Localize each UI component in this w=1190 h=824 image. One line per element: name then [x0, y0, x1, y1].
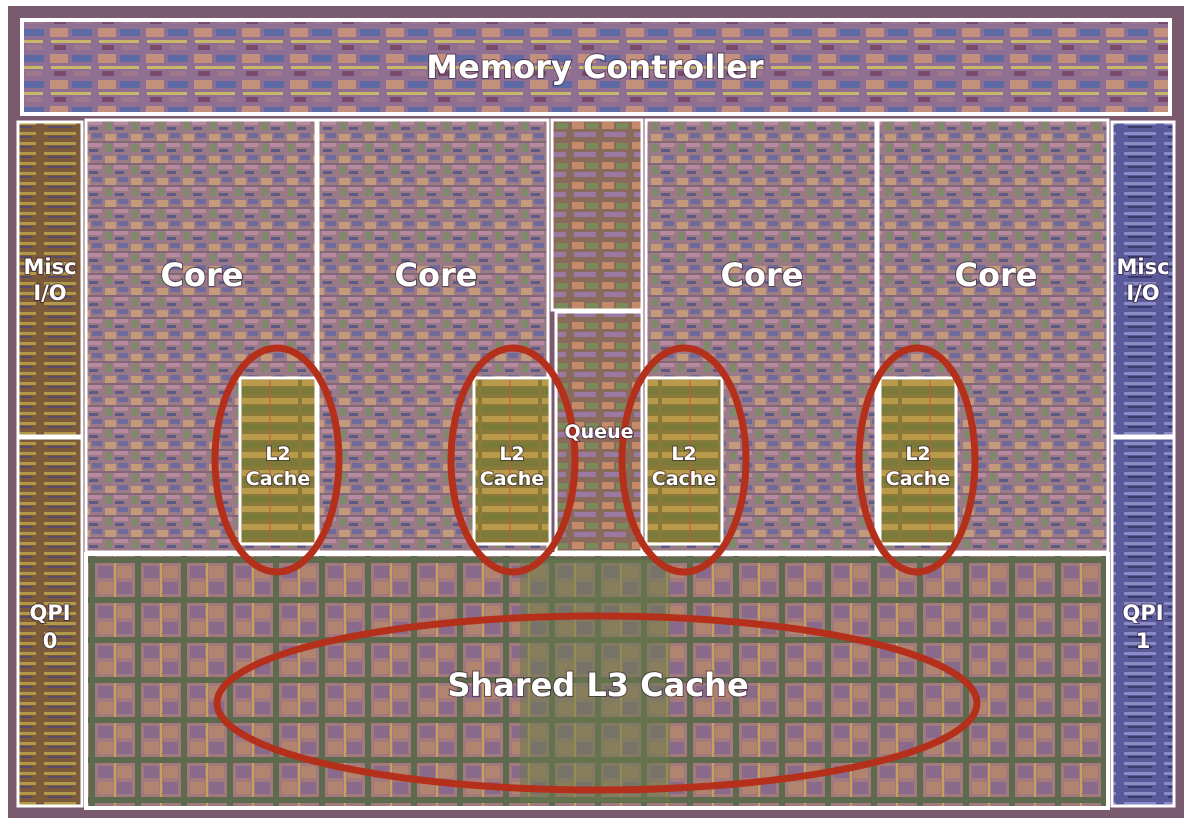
misc-io-right-label-line1: Misc: [1116, 255, 1169, 279]
misc-io-left-label-line1: Misc: [23, 255, 76, 279]
l2-highlight-ellipse-2: [447, 344, 579, 576]
l3-center-logic: [520, 560, 670, 802]
core-3-label: Core: [721, 256, 804, 294]
l2-highlight-ellipse-4: [855, 344, 979, 576]
queue-label: Queue: [565, 421, 634, 443]
l2-cache-3-label-line1: L2: [671, 443, 696, 465]
memory-controller-region: [20, 18, 1172, 116]
core-2-label: Core: [395, 256, 478, 294]
highlight-ellipses: [211, 344, 981, 794]
l2-cache-3-label-line2: Cache: [652, 468, 716, 490]
core-1-label: Core: [161, 256, 244, 294]
l2-cache-4-label-line2: Cache: [886, 468, 950, 490]
qpi-1-label-line2: 1: [1136, 629, 1151, 653]
l2-cache-2-label-line1: L2: [499, 443, 524, 465]
queue-upper-region: [550, 118, 644, 312]
qpi-0-label-line2: 0: [43, 629, 58, 653]
l2-cache-4-block: [878, 376, 958, 546]
qpi-0-label-line1: QPI: [29, 601, 70, 625]
l2-cache-4-label-line1: L2: [905, 443, 930, 465]
qpi-0-region: [16, 436, 84, 808]
l2-cache-1-label-line1: L2: [265, 443, 290, 465]
misc-io-left-label-line2: I/O: [33, 281, 66, 305]
l3-cache-label: Shared L3 Cache: [447, 666, 748, 704]
misc-io-left-region: [16, 120, 84, 438]
misc-io-right-region: [1110, 120, 1176, 438]
qpi-1-region: [1110, 436, 1176, 808]
qpi-1-label-line1: QPI: [1122, 601, 1163, 625]
l2-highlight-ellipse-3: [618, 344, 750, 576]
core-4-label: Core: [955, 256, 1038, 294]
memory-controller-label: Memory Controller: [426, 48, 764, 86]
l2-cache-2-block: [472, 376, 552, 546]
l2-cache-1-block: [238, 376, 318, 546]
l2-cache-3-block: [644, 376, 724, 546]
l3-highlight-ellipse: [213, 612, 981, 794]
l2-highlight-ellipse-1: [211, 344, 343, 576]
misc-io-right-label-line2: I/O: [1126, 281, 1159, 305]
l2-cache-1-label-line2: Cache: [246, 468, 310, 490]
l2-cache-2-label-line2: Cache: [480, 468, 544, 490]
